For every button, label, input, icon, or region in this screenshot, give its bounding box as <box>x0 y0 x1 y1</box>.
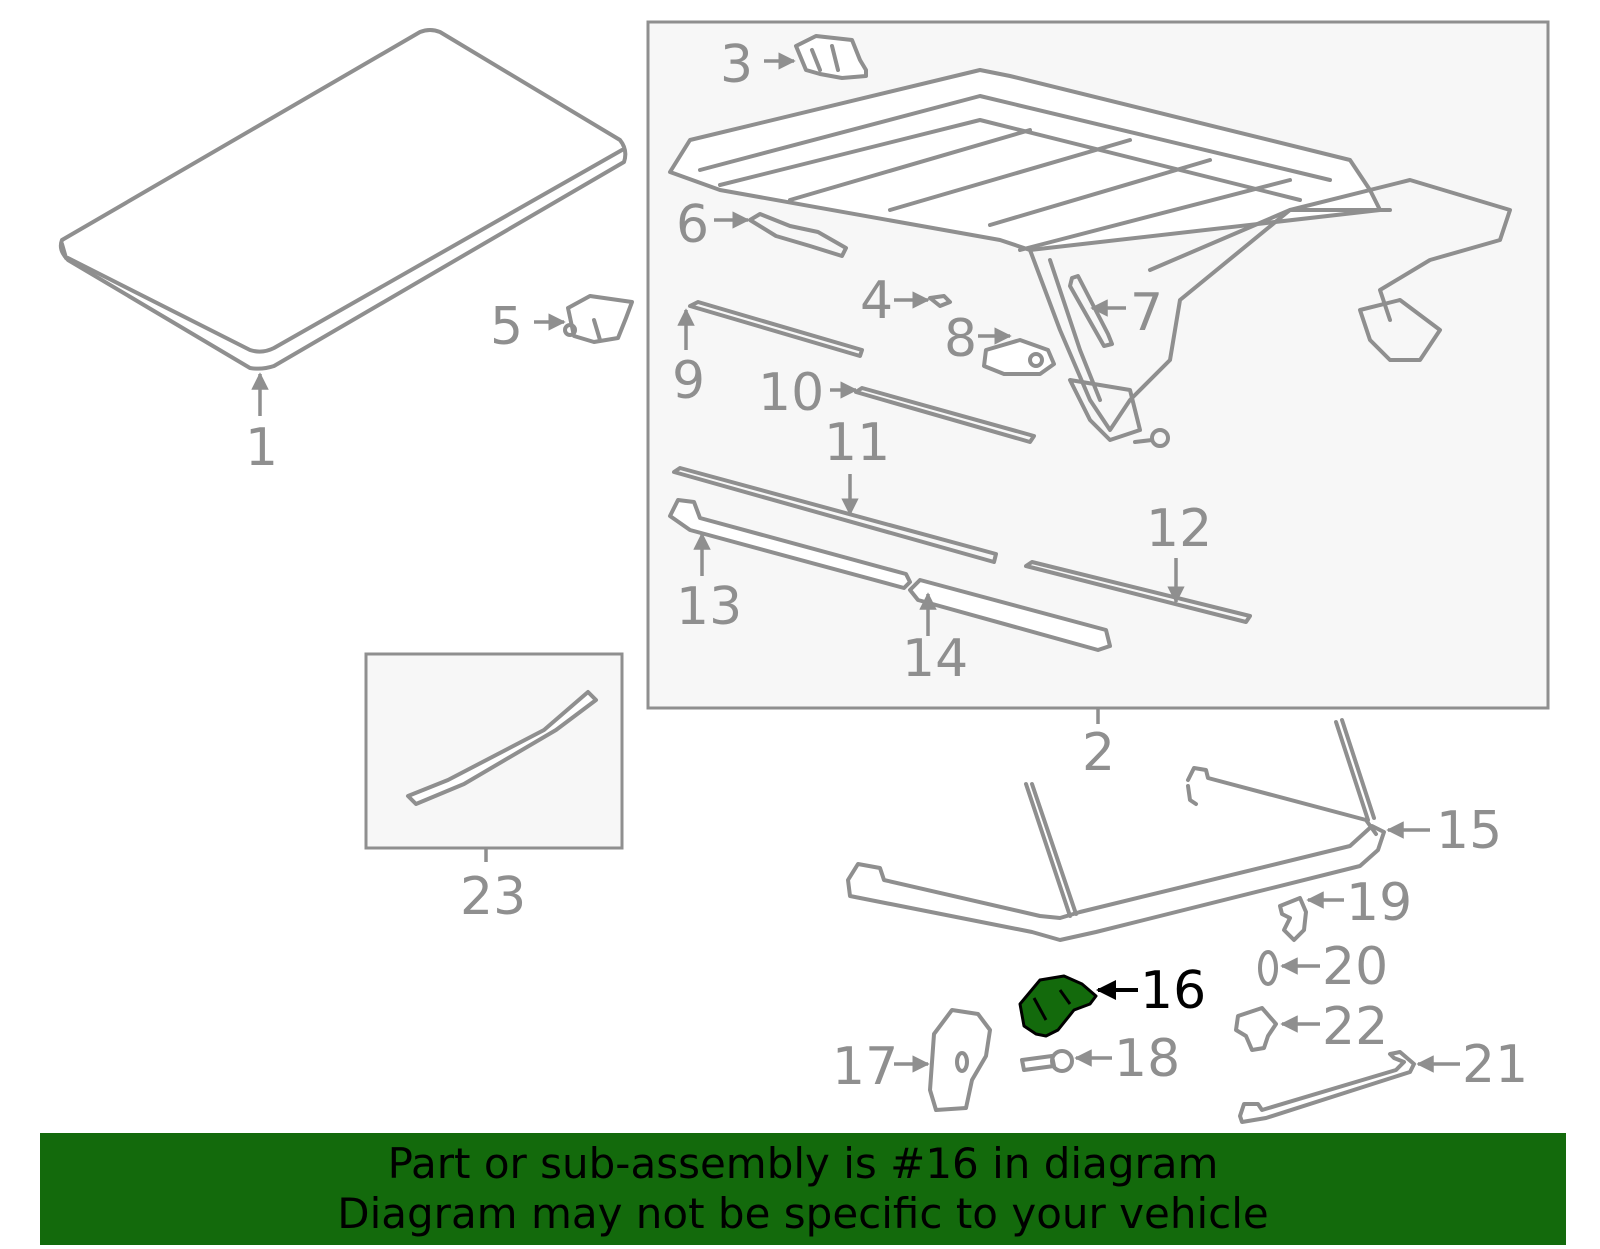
banner-line-2: Diagram may not be specific to your vehi… <box>337 1189 1269 1238</box>
callout-1: 1 <box>245 418 278 478</box>
part-10-seal <box>854 386 1036 444</box>
part-20-ring <box>1258 950 1278 986</box>
part-14-seal <box>908 578 1112 652</box>
part-1-roof-panel <box>58 28 628 371</box>
callout-11: 11 <box>824 413 890 473</box>
callout-9: 9 <box>672 351 705 411</box>
callout-6: 6 <box>676 195 709 255</box>
part-2-top-frame <box>668 68 1512 448</box>
part-19-bracket <box>1278 896 1308 942</box>
callout-21: 21 <box>1462 1035 1528 1095</box>
part-4-clip <box>928 294 952 308</box>
part-18-bolt <box>1020 1049 1074 1073</box>
callout-12: 12 <box>1146 499 1212 559</box>
callout-7: 7 <box>1130 283 1163 343</box>
callout-17: 17 <box>832 1037 898 1097</box>
part-21-rod <box>1238 1050 1416 1124</box>
part-16-highlighted <box>1018 974 1098 1038</box>
callout-23: 23 <box>460 867 526 927</box>
part-11-seal <box>672 466 998 564</box>
callout-4: 4 <box>860 271 893 331</box>
callout-5: 5 <box>490 297 523 357</box>
part-15-rear-bow <box>846 718 1386 942</box>
subassembly-box-23 <box>364 652 624 850</box>
callout-10: 10 <box>758 363 824 423</box>
callout-labels: 1 2 3 4 5 6 7 8 9 10 11 12 13 14 15 16 1… <box>245 35 1528 1097</box>
part-8-bracket <box>982 338 1056 376</box>
part-9-seal <box>688 300 864 358</box>
callout-19: 19 <box>1346 873 1412 933</box>
part-7-link <box>1068 274 1114 348</box>
callout-3: 3 <box>720 35 753 95</box>
part-17-cover <box>928 1008 992 1112</box>
part-notice-banner: Part or sub-assembly is #16 in diagram D… <box>40 1133 1566 1245</box>
callout-15: 15 <box>1436 801 1502 861</box>
callout-22: 22 <box>1322 997 1388 1057</box>
part-5-bracket <box>563 294 634 344</box>
callout-13: 13 <box>676 577 742 637</box>
callout-20: 20 <box>1322 937 1388 997</box>
part-23-strip <box>406 690 598 806</box>
part-3-bracket <box>794 34 868 80</box>
leader-arrows <box>251 52 1460 1073</box>
callout-8: 8 <box>944 309 977 369</box>
banner-line-1: Part or sub-assembly is #16 in diagram <box>387 1139 1219 1188</box>
callout-2: 2 <box>1082 723 1115 783</box>
callout-14: 14 <box>902 629 968 689</box>
callout-18: 18 <box>1114 1029 1180 1089</box>
callout-16: 16 <box>1140 961 1206 1021</box>
part-22-clip <box>1234 1006 1278 1052</box>
part-13-seal <box>668 498 912 590</box>
part-6-hinge <box>748 212 848 258</box>
